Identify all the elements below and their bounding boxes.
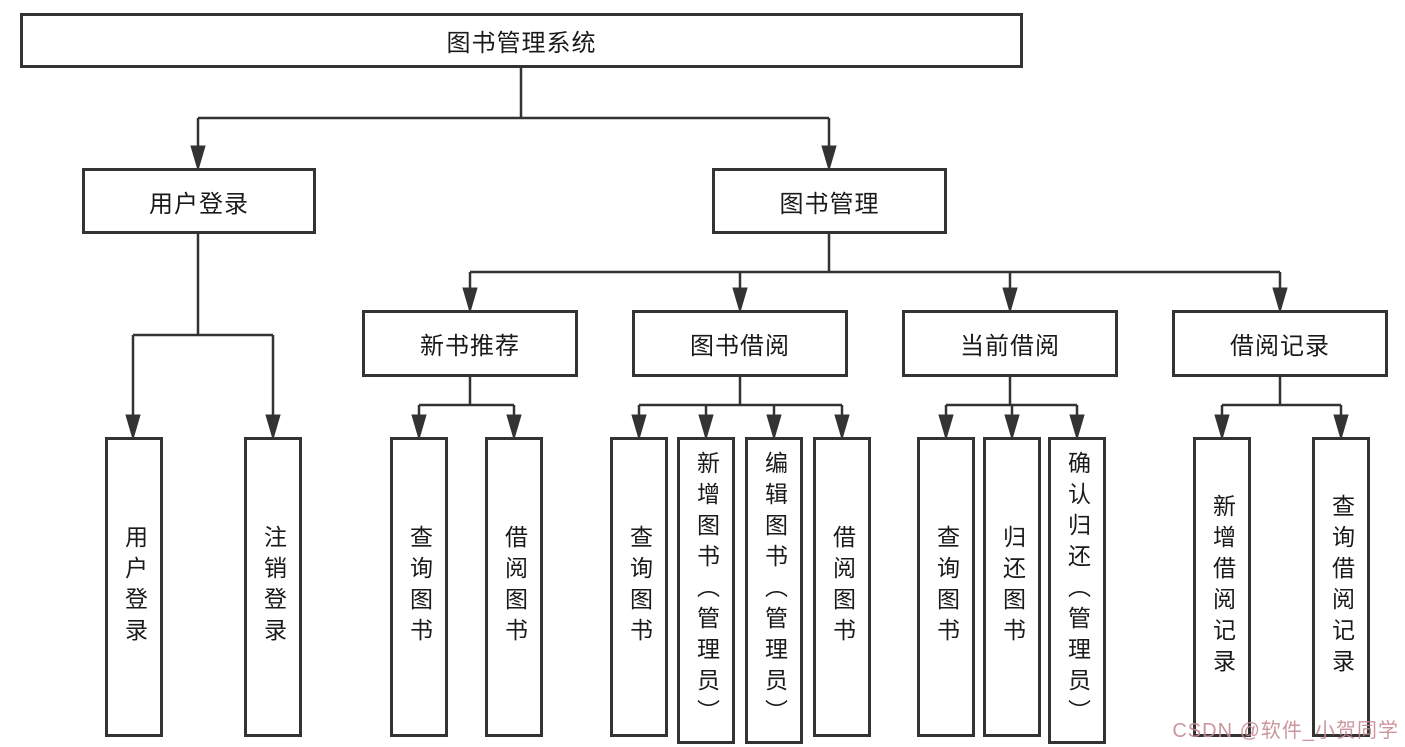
node-new-book-recommendation: 新书推荐: [362, 310, 578, 377]
leaf-add-books-admin: 新增图书（管理员）: [677, 437, 735, 744]
node-library-management-system: 图书管理系统: [20, 13, 1023, 68]
csdn-watermark: CSDN @软件_小贺同学: [1172, 720, 1399, 742]
node-book-management: 图书管理: [712, 168, 947, 234]
leaf-query-books-current: 查询图书: [917, 437, 975, 737]
node-book-borrowing: 图书借阅: [632, 310, 848, 377]
leaf-confirm-return-admin: 确认归还（管理员）: [1048, 437, 1106, 744]
leaf-add-borrow-record: 新增借阅记录: [1193, 437, 1251, 737]
node-user-login: 用户登录: [82, 168, 316, 234]
leaf-borrow-books-recommend: 借阅图书: [485, 437, 543, 737]
leaf-user-login: 用户登录: [105, 437, 163, 737]
node-borrowing-records: 借阅记录: [1172, 310, 1388, 377]
node-current-borrowing: 当前借阅: [902, 310, 1118, 377]
leaf-return-books: 归还图书: [983, 437, 1041, 737]
leaf-query-books-borrow: 查询图书: [610, 437, 668, 737]
leaf-query-borrow-record: 查询借阅记录: [1312, 437, 1370, 737]
leaf-edit-books-admin: 编辑图书（管理员）: [745, 437, 803, 744]
leaf-query-books-recommend: 查询图书: [390, 437, 448, 737]
leaf-logout: 注销登录: [244, 437, 302, 737]
leaf-borrow-books: 借阅图书: [813, 437, 871, 737]
